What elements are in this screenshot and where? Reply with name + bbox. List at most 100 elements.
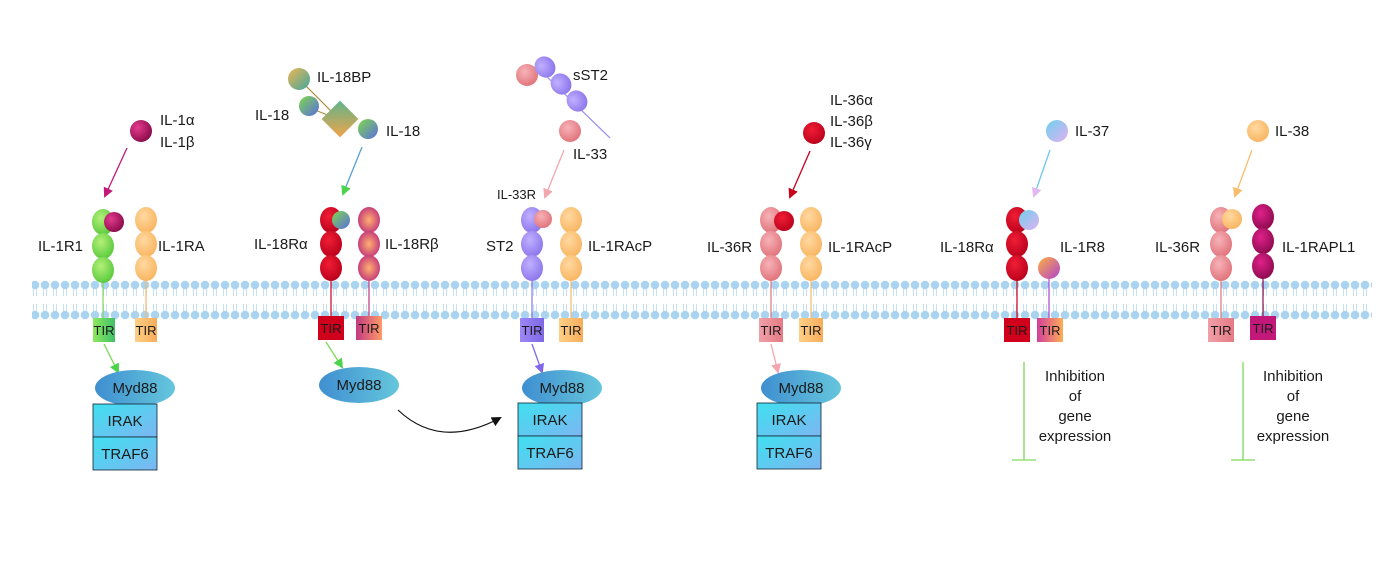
- il1racp-receptor-2: TIR: [799, 207, 823, 342]
- il1rapl1-label: IL-1RAPL1: [1282, 239, 1355, 256]
- il36a-label: IL-36α: [830, 92, 873, 109]
- il1rapl1-receptor: TIR: [1250, 204, 1276, 340]
- il18-bound-left: [299, 96, 319, 116]
- il18ra-receptor-2: TIR: [1004, 207, 1039, 342]
- tir-il18ra-2: TIR: [1007, 323, 1028, 338]
- myd88-label-3: Myd88: [539, 380, 584, 397]
- myd88-node-2: [319, 367, 399, 403]
- myd88-label-1: Myd88: [112, 380, 157, 397]
- il18-right-label: IL-18: [386, 123, 420, 140]
- inhibition-text-1d: expression: [1039, 428, 1112, 445]
- traf6-label-1: TRAF6: [101, 446, 149, 463]
- traf6-box-1: [92, 436, 158, 471]
- inhibition-text-2b: of: [1287, 388, 1300, 405]
- tir-il1rapl1: TIR: [1253, 321, 1274, 336]
- il33-myd88-arrow: [531, 343, 545, 374]
- irak-label-1: IRAK: [107, 413, 142, 430]
- il18-crosstalk-arrow: [397, 409, 502, 433]
- tir-il1racp-2: TIR: [801, 323, 822, 338]
- il36-myd88-arrow: [770, 343, 781, 374]
- sst2-domain-3: [566, 90, 588, 112]
- il1racp-label-2: IL-1RAcP: [828, 239, 892, 256]
- inhibition-text-1a: Inhibition: [1045, 368, 1105, 385]
- il36r-label-2: IL-36R: [1155, 239, 1200, 256]
- il1-myd88-arrow: [103, 343, 119, 374]
- il1racp-receptor-1: TIR: [559, 207, 583, 342]
- traf6-box-3: [517, 435, 583, 470]
- il18-myd88-arrow: [325, 341, 344, 369]
- il1r8-label: IL-1R8: [1060, 239, 1105, 256]
- il1-ligand: [130, 120, 152, 142]
- traf6-label-4: TRAF6: [765, 445, 813, 462]
- cell-membrane: [32, 280, 1372, 320]
- il37-label: IL-37: [1075, 123, 1109, 140]
- sst2-label: sST2: [573, 67, 608, 84]
- il37-complex: IL-37 TIR IL-18Rα TIR IL-1R8 Inhibition …: [940, 120, 1112, 461]
- il36b-label: IL-36β: [830, 113, 873, 130]
- il18-bound-right: [358, 119, 378, 139]
- irak-box-3: [517, 402, 583, 437]
- il38-binding-arrow: [1233, 149, 1253, 198]
- myd88-label-2: Myd88: [336, 377, 381, 394]
- il1a-label: IL-1α: [160, 112, 195, 129]
- sst2-bound-il33: [516, 64, 538, 86]
- st2-label: ST2: [486, 238, 514, 255]
- tir-st2: TIR: [522, 323, 543, 338]
- inhibition-text-1b: of: [1069, 388, 1082, 405]
- irak-label-4: IRAK: [771, 412, 806, 429]
- tir-il36r-2: TIR: [1211, 323, 1232, 338]
- il18bp-diamond: [321, 100, 359, 138]
- il38-ligand: [1247, 120, 1269, 142]
- il18ra-label-2: IL-18Rα: [940, 239, 994, 256]
- il33-complex: sST2 IL-33 IL-33R TIR ST2 TIR IL-1RAcP M…: [486, 56, 652, 470]
- il1r1-label: IL-1R1: [38, 238, 83, 255]
- myd88-node-1: [95, 370, 175, 406]
- inhibition-text-2d: expression: [1257, 428, 1330, 445]
- il1-binding-arrow: [103, 147, 128, 198]
- myd88-label-4: Myd88: [778, 380, 823, 397]
- il36-binding-arrow: [788, 150, 811, 199]
- tir-il1r8: TIR: [1040, 323, 1061, 338]
- irak-box-1: [92, 403, 158, 438]
- il18-binding-arrow: [341, 146, 363, 196]
- il1ra-receptor: TIR: [135, 207, 157, 342]
- il36-complex: IL-36α IL-36β IL-36γ TIR IL-36R TIR IL-1…: [707, 92, 892, 470]
- inhibition-text-1c: gene: [1058, 408, 1091, 425]
- il18ra-label: IL-18Rα: [254, 236, 308, 253]
- il18ra-receptor: TIR: [318, 207, 350, 340]
- tir-il18ra: TIR: [321, 321, 342, 336]
- il38-label: IL-38: [1275, 123, 1309, 140]
- il36r-receptor: TIR: [759, 207, 794, 342]
- il38-complex: IL-38 TIR IL-36R TIR IL-1RAPL1 Inhibitio…: [1155, 120, 1355, 461]
- traf6-label-3: TRAF6: [526, 445, 574, 462]
- inhibition-text-2c: gene: [1276, 408, 1309, 425]
- il37-ligand: [1046, 120, 1068, 142]
- tir-il18rb: TIR: [359, 321, 380, 336]
- sst2-domain-2: [550, 73, 572, 95]
- il18rb-label: IL-18Rβ: [385, 236, 439, 253]
- il18-left-label: IL-18: [255, 107, 289, 124]
- tir-il1ra: TIR: [136, 323, 157, 338]
- irak-box-4: [756, 402, 822, 437]
- il1r1-receptor: TIR: [92, 209, 124, 342]
- tir-il1racp-1: TIR: [561, 323, 582, 338]
- il33-label: IL-33: [573, 146, 607, 163]
- irak-label-3: IRAK: [532, 412, 567, 429]
- tir-il1r1: TIR: [94, 323, 115, 338]
- tir-il36r: TIR: [761, 323, 782, 338]
- il18bp-ligand: [288, 68, 310, 90]
- myd88-node-3: [522, 370, 602, 406]
- il36-ligand: [803, 122, 825, 144]
- il1ra-label: IL-1RA: [158, 238, 205, 255]
- sst2-domain-1: [534, 56, 556, 78]
- il1r8-receptor: TIR: [1037, 257, 1063, 342]
- traf6-box-4: [756, 435, 822, 470]
- il36r-label: IL-36R: [707, 239, 752, 256]
- il36r-receptor-2: TIR: [1208, 207, 1242, 342]
- il18-complex: IL-18BP IL-18 IL-18 TIR IL-18Rα TIR IL-1…: [254, 68, 502, 433]
- il1-complex: IL-1α IL-1β TIR IL-1R1 TIR IL-1RA Myd88 …: [38, 112, 205, 471]
- il18bp-label: IL-18BP: [317, 69, 371, 86]
- myd88-node-4: [761, 370, 841, 406]
